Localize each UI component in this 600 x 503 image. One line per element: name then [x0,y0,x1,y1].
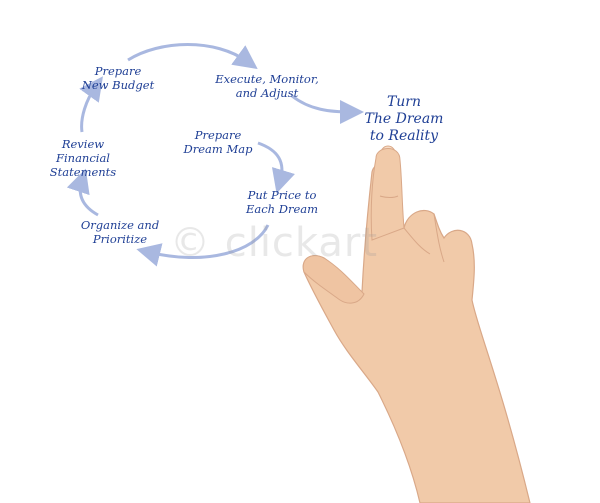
arrow-organize-to-review [66,168,99,217]
hand-palm [302,162,531,503]
arrow-review-to-budget [79,76,103,133]
step-organize-prioritize: Organize and Prioritize [80,218,160,246]
arrow-execute-to-goal [291,94,364,124]
step-prepare-dream-map: Prepare Dream Map [183,128,253,156]
step-execute-monitor-adjust: Execute, Monitor, and Adjust [215,72,319,100]
thumb [302,255,365,304]
arrow-price-to-organize [136,224,270,267]
arrow-dream-map-to-price [257,141,295,194]
goal-turn-dream-to-reality: Turn The Dream to Reality [364,94,444,144]
arrow-budget-to-execute [127,43,258,70]
step-prepare-new-budget: Prepare New Budget [81,64,155,92]
knuckle-lines [379,195,445,263]
pointing-hand-illustration [302,145,531,503]
watermark-text: © clickart [170,220,379,266]
step-review-financial-statements: Review Financial Statements [49,137,117,179]
step-put-price-each-dream: Put Price to Each Dream [245,188,319,216]
index-finger [370,148,405,241]
